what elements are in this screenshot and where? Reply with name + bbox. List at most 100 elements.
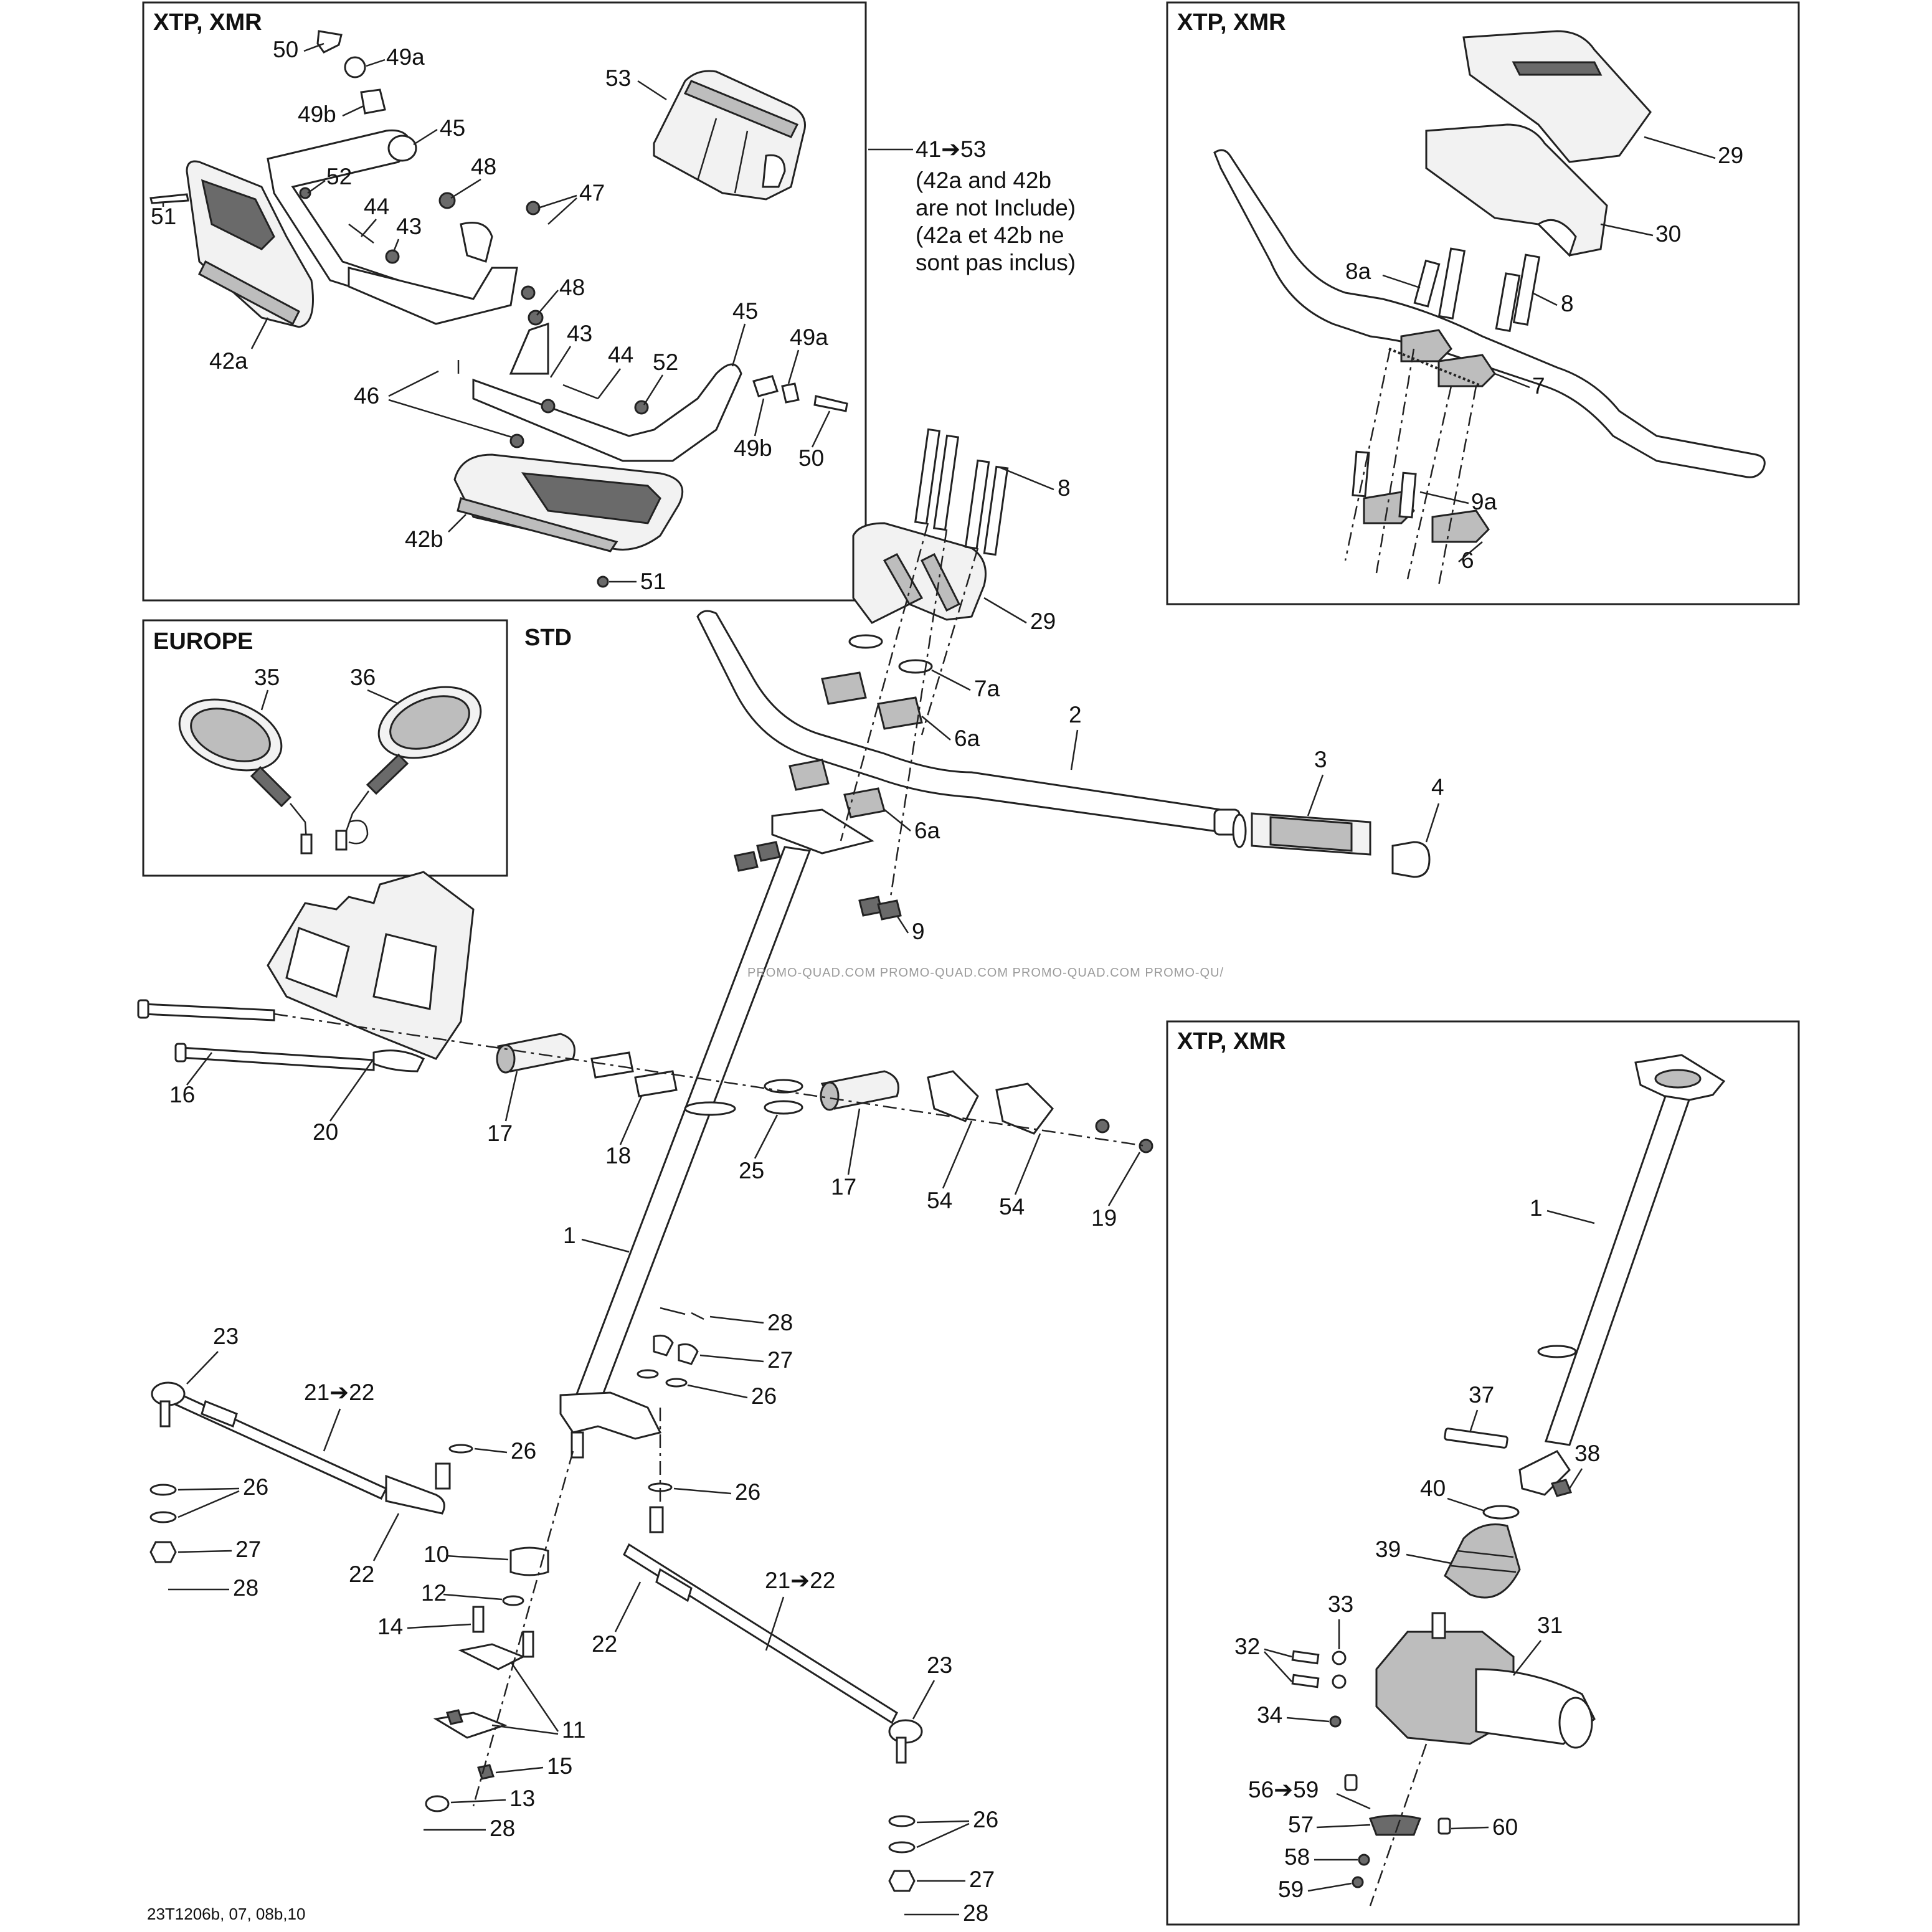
- eu-label-group: 35 36: [254, 665, 399, 711]
- tl-label-group: 50 49a 49b 45 53 52 51 44 43 48 47 42a 4…: [151, 37, 831, 594]
- br-label-group: 1 37 38 40 39 33 32 31 34 56➔59 57 58 59…: [1234, 1195, 1600, 1902]
- panel-xtp-handguards: [142, 1, 867, 602]
- label-1-br: 1: [1530, 1195, 1543, 1221]
- label-4: 4: [1431, 774, 1444, 800]
- label-17-right: 17: [831, 1174, 856, 1200]
- label-43: 43: [396, 214, 422, 239]
- label-34: 34: [1257, 1702, 1282, 1728]
- label-58: 58: [1284, 1844, 1310, 1870]
- label-28-center: 28: [490, 1816, 515, 1841]
- label-60: 60: [1492, 1814, 1518, 1840]
- std-steering-drawing: [137, 428, 1431, 1892]
- label-51b: 51: [640, 569, 666, 594]
- label-36: 36: [350, 665, 376, 690]
- label-15: 15: [547, 1753, 572, 1779]
- label-18: 18: [605, 1143, 631, 1168]
- label-49b: 49b: [298, 102, 336, 127]
- label-28-left: 28: [233, 1575, 258, 1601]
- panel-title-top-right: XTP, XMR: [1177, 9, 1286, 36]
- panel-xtp-riser: [1166, 1, 1800, 605]
- note-line-3: (42a et 42b ne: [916, 222, 1064, 248]
- label-22-right: 22: [592, 1631, 617, 1657]
- label-52b: 52: [653, 349, 678, 375]
- label-27-left: 27: [235, 1537, 261, 1562]
- handguard-assembly-drawing: [149, 30, 848, 588]
- note-line-2: are not Include): [916, 195, 1076, 220]
- main-label-group: 8 29 7a 6a 2 3 4 6a 9 16 20 17 18 25 17 …: [168, 466, 1444, 1926]
- label-22-left: 22: [349, 1561, 374, 1587]
- xtp-steering-drawing: [1291, 1054, 1726, 1906]
- label-32: 32: [1234, 1634, 1260, 1659]
- label-28-right: 28: [963, 1900, 988, 1926]
- riser-drawing: [1213, 30, 1766, 586]
- panel-title-std: STD: [524, 625, 572, 651]
- label-26-right: 26: [973, 1807, 998, 1832]
- label-8-main: 8: [1058, 475, 1071, 501]
- label-11: 11: [562, 1717, 585, 1743]
- label-29-tr: 29: [1718, 143, 1743, 168]
- note-kit-range: 41➔53: [916, 136, 986, 162]
- label-14: 14: [377, 1614, 403, 1639]
- label-56-59: 56➔59: [1248, 1777, 1319, 1802]
- label-3: 3: [1314, 747, 1327, 772]
- panel-title-europe: EUROPE: [153, 628, 253, 655]
- label-47: 47: [579, 180, 605, 206]
- label-33: 33: [1328, 1591, 1353, 1617]
- label-45b: 45: [732, 298, 758, 324]
- label-21-22-right: 21➔22: [765, 1568, 835, 1593]
- label-54-left: 54: [927, 1188, 952, 1213]
- panel-title-top-left: XTP, XMR: [153, 9, 262, 36]
- note-line-1: (42a and 42b: [916, 168, 1051, 193]
- label-57: 57: [1288, 1812, 1314, 1837]
- label-49a: 49a: [386, 44, 425, 70]
- label-39: 39: [1375, 1537, 1401, 1562]
- label-2: 2: [1069, 702, 1082, 727]
- label-23-right: 23: [927, 1652, 952, 1678]
- label-16: 16: [169, 1082, 195, 1107]
- label-59: 59: [1278, 1877, 1304, 1902]
- label-44b: 44: [608, 342, 633, 367]
- mirrors-drawing: [178, 686, 482, 855]
- label-1-main: 1: [563, 1223, 576, 1248]
- kit-note: 41➔53 (42a and 42b are not Include) (42a…: [868, 136, 1076, 275]
- label-12: 12: [421, 1580, 447, 1606]
- label-50: 50: [273, 37, 298, 62]
- label-40: 40: [1420, 1475, 1446, 1501]
- panel-xtp-steering: [1166, 1020, 1800, 1926]
- label-31: 31: [1537, 1612, 1563, 1638]
- label-7a: 7a: [974, 676, 1000, 701]
- label-48b: 48: [559, 275, 585, 300]
- label-45: 45: [440, 115, 465, 141]
- label-26-upper: 26: [751, 1383, 777, 1409]
- label-23-left: 23: [213, 1324, 239, 1349]
- label-42b: 42b: [405, 526, 443, 552]
- label-51: 51: [151, 204, 176, 229]
- label-49a-b: 49a: [790, 324, 828, 350]
- label-37: 37: [1469, 1382, 1494, 1408]
- label-27-right: 27: [969, 1867, 995, 1892]
- label-52: 52: [326, 164, 352, 189]
- label-6-tr: 6: [1461, 547, 1474, 573]
- label-53: 53: [605, 65, 631, 91]
- label-9: 9: [912, 919, 925, 944]
- label-20: 20: [313, 1119, 338, 1145]
- label-50b: 50: [798, 445, 824, 471]
- label-48: 48: [471, 154, 496, 179]
- label-17-left: 17: [487, 1120, 513, 1146]
- label-38: 38: [1574, 1441, 1600, 1466]
- tr-label-group: 29 30 8a 8 7 9a 6: [1345, 136, 1743, 573]
- label-25: 25: [739, 1158, 764, 1183]
- cover-53-drawing: [653, 70, 806, 201]
- label-42a: 42a: [209, 348, 248, 374]
- label-30-tr: 30: [1655, 221, 1681, 247]
- label-26-center-right: 26: [735, 1479, 760, 1505]
- label-8a-tr: 8a: [1345, 258, 1371, 284]
- label-7-tr: 7: [1532, 373, 1545, 399]
- label-26-left: 26: [243, 1474, 268, 1500]
- label-9a-tr: 9a: [1471, 489, 1497, 514]
- label-54-right: 54: [999, 1194, 1025, 1219]
- watermark-text: PROMO-QUAD.COM PROMO-QUAD.COM PROMO-QUAD…: [747, 966, 1224, 980]
- label-44: 44: [364, 194, 389, 219]
- label-46: 46: [354, 383, 379, 409]
